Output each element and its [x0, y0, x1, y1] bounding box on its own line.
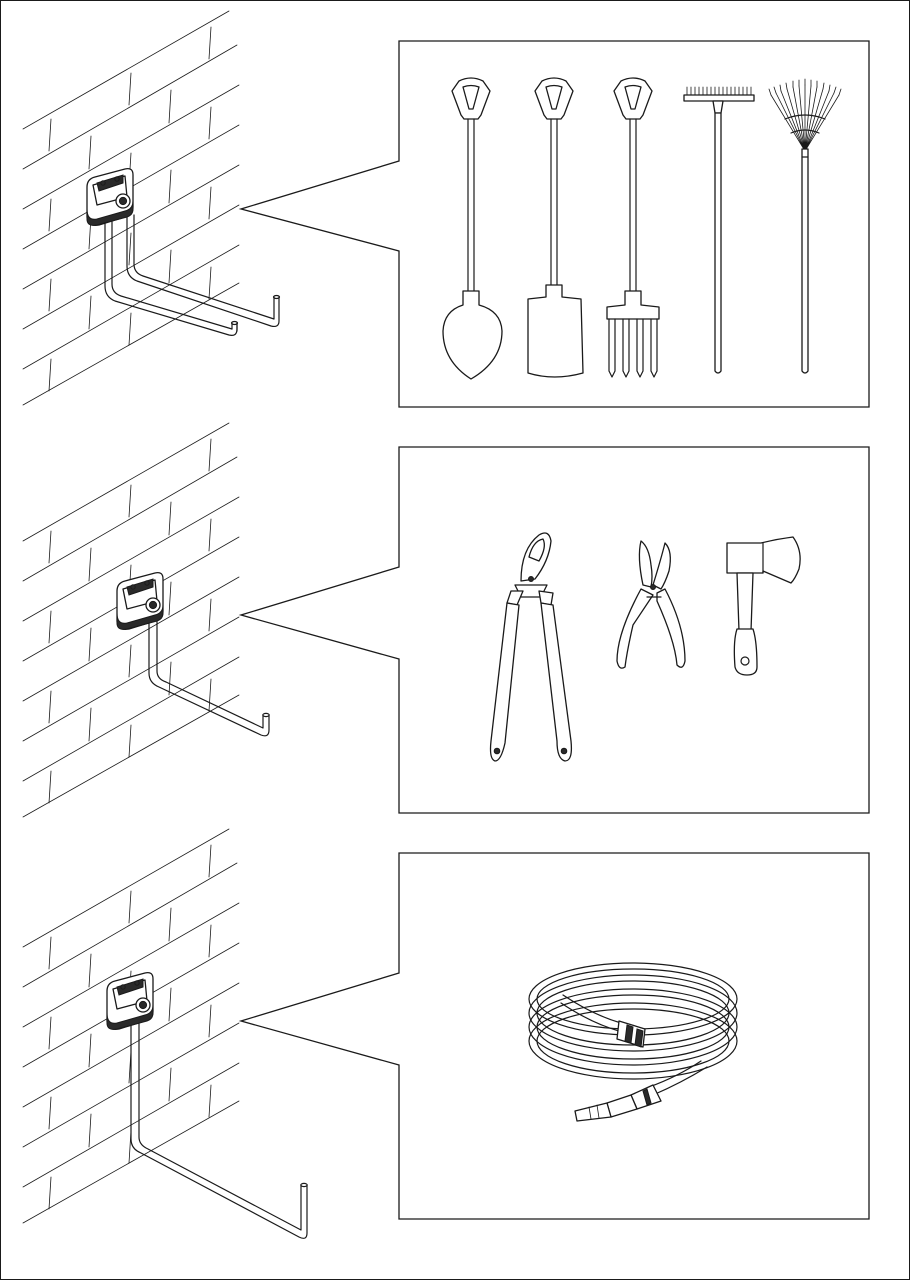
panel-2 — [22, 422, 870, 818]
pruning-shears-icon — [616, 540, 686, 669]
single-wall-hook-icon — [116, 571, 270, 737]
callout-box — [238, 852, 870, 1220]
axe-icon — [726, 536, 801, 676]
deep-wall-hook-icon — [106, 971, 308, 1239]
panel-1 — [22, 10, 870, 408]
garden-fork-icon — [606, 77, 660, 378]
shovel-icon — [442, 77, 503, 380]
loppers-icon — [489, 532, 573, 762]
double-wall-hook-icon — [86, 167, 281, 336]
spade-icon — [527, 77, 584, 378]
callout-box — [238, 40, 870, 408]
rake-icon — [683, 86, 755, 374]
panel-3 — [22, 828, 870, 1239]
garden-hose-icon — [528, 962, 738, 1122]
leaf-rake-icon — [768, 78, 842, 374]
